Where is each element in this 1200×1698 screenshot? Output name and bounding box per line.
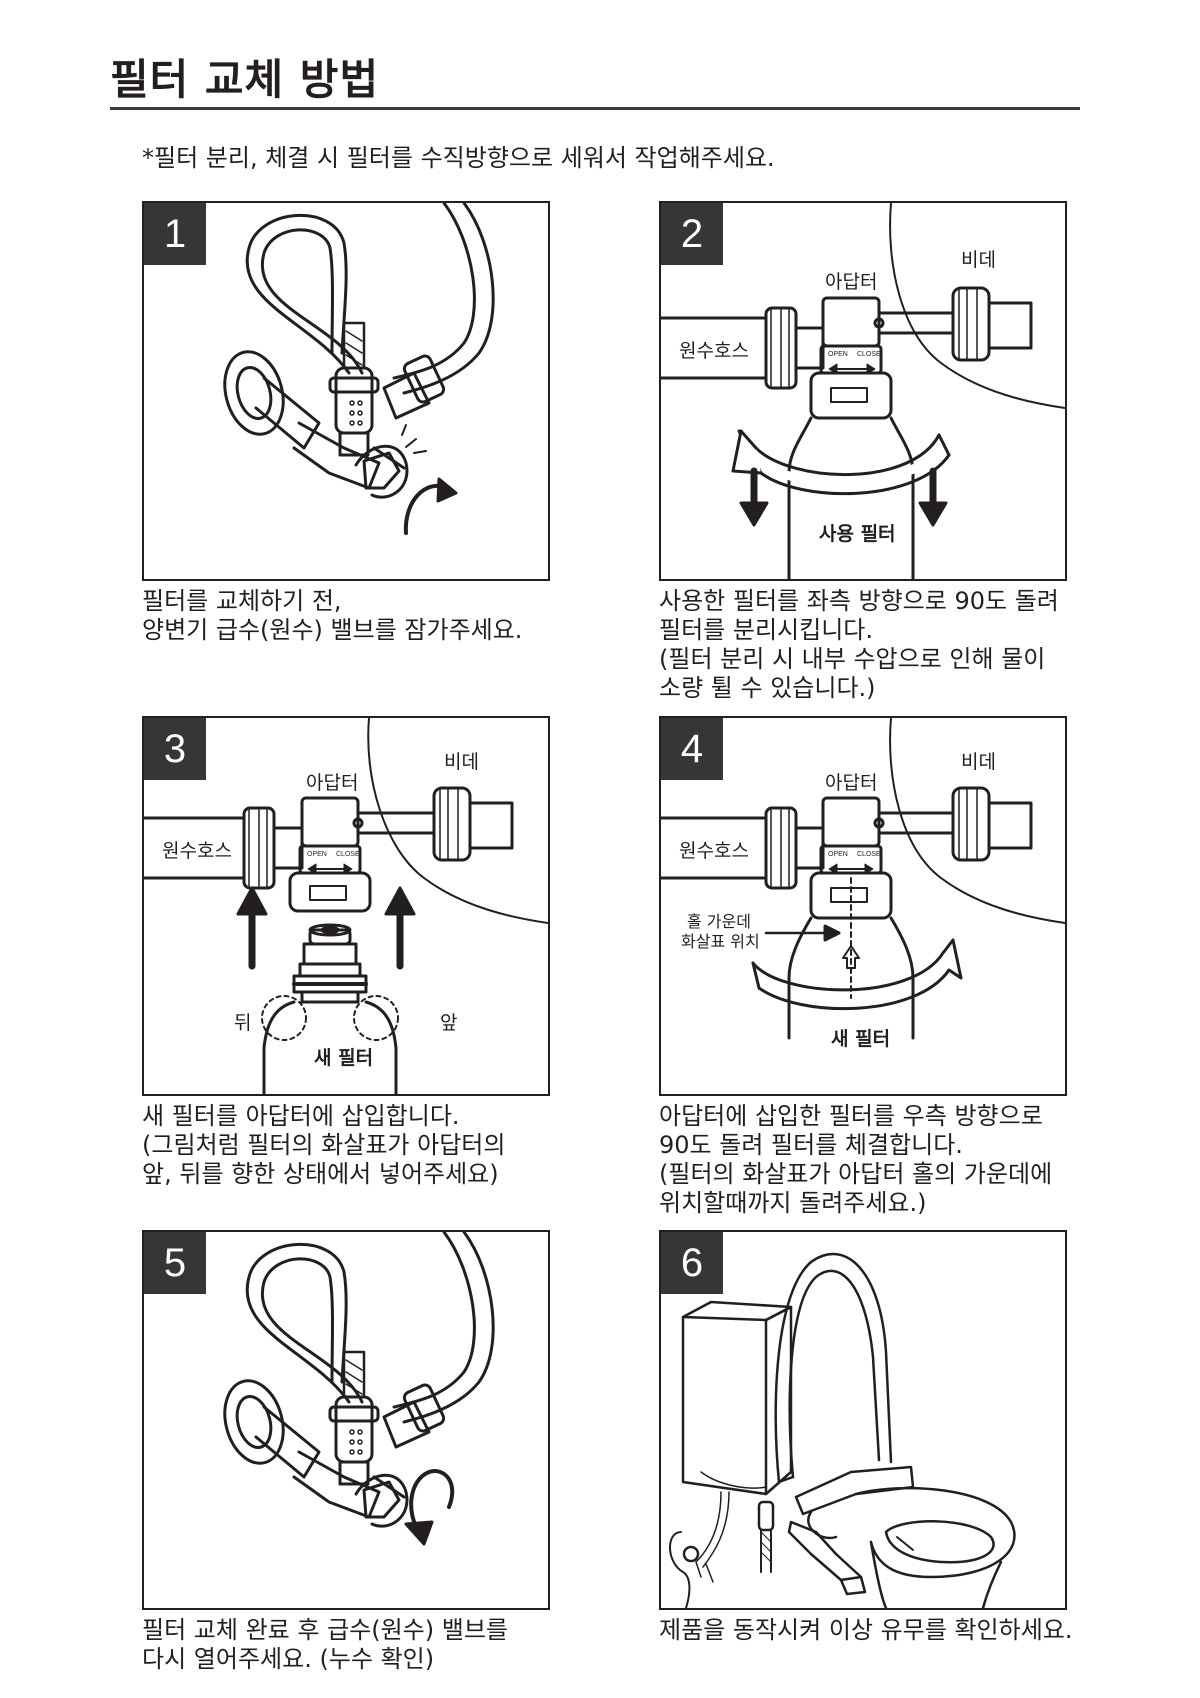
open-label: OPEN [828,351,848,358]
step-6-illustration: 6 [659,1230,1067,1610]
adapter-label: 아답터 [825,772,878,794]
step-5-illustration: 5 [142,1230,550,1610]
caption-line: 필터를 교체하기 전, [142,587,342,615]
adapter-label: 아답터 [825,271,878,293]
open-label: OPEN [828,851,848,858]
caption-line: 소량 튈 수 있습니다.) [659,674,876,702]
caption-line: 필터를 분리시킵니다. [659,616,873,644]
step-1-illustration: 1 [142,201,550,581]
caption-line: (그림처럼 필터의 화살표가 아답터의 [142,1131,506,1159]
adapter-label: 아답터 [306,772,359,794]
step-6-caption: 제품을 동작시켜 이상 유무를 확인하세요. [659,1616,1099,1645]
caption-line: 양변기 급수(원수) 밸브를 잠가주세요. [142,616,523,644]
caption-line: 90도 돌려 필터를 체결합니다. [659,1131,963,1159]
back-label: 뒤 [234,1012,252,1034]
open-label: OPEN [307,851,327,858]
bidet-label: 비데 [444,751,479,773]
filter-insert-drawing [144,718,548,1094]
caption-line: 앞, 뒤를 향한 상태에서 넣어주세요) [142,1160,499,1188]
caption-line: 새 필터를 아답터에 삽입합니다. [142,1102,460,1130]
filter-label: 새 필터 [831,1028,891,1050]
filter-fasten-drawing [661,718,1065,1040]
caption-line: 아답터에 삽입한 필터를 우측 방향으로 [659,1102,1043,1130]
step-6-number: 6 [661,1232,723,1294]
close-label: CLOSE [857,351,881,358]
title-divider [110,107,1080,110]
caption-line: (필터의 화살표가 아답터 홀의 가운데에 [659,1160,1053,1188]
step-5-number: 5 [144,1232,206,1294]
valve-opening-drawing [223,1232,495,1546]
front-label: 앞 [440,1012,458,1034]
caption-line: 사용한 필터를 좌측 방향으로 90도 돌려 [659,587,1059,615]
caption-line: 위치할때까지 돌려주세요.) [659,1189,927,1217]
close-label: CLOSE [336,851,360,858]
step-4-number: 4 [661,718,723,780]
step-3-caption: 새 필터를 아답터에 삽입합니다. (그림처럼 필터의 화살표가 아답터의 앞,… [142,1102,582,1189]
caption-line: 제품을 동작시켜 이상 유무를 확인하세요. [659,1616,1073,1644]
valve-closing-drawing [223,203,495,535]
hole-center-label-line-1: 홀 가운데 [687,912,751,931]
caption-line: (필터 분리 시 내부 수압으로 인해 물이 [659,645,1046,673]
filter-removal-drawing [661,203,1065,579]
step-3-illustration: 3 [142,716,550,1096]
step-5-caption: 필터 교체 완료 후 급수(원수) 밸브를 다시 열어주세요. (누수 확인) [142,1616,582,1674]
filter-label: 새 필터 [314,1047,374,1069]
bidet-toilet-drawing [669,1252,1016,1608]
step-1-caption: 필터를 교체하기 전, 양변기 급수(원수) 밸브를 잠가주세요. [142,587,582,645]
instruction-note: *필터 분리, 체결 시 필터를 수직방향으로 세워서 작업해주세요. [142,144,775,172]
step-4-illustration: 4 아답터 비데 원 [659,716,1067,1096]
step-2-illustration: 2 아답 [659,201,1067,581]
step-2-caption: 사용한 필터를 좌측 방향으로 90도 돌려 필터를 분리시킵니다. (필터 분… [659,587,1099,703]
step-1-number: 1 [144,203,206,265]
step-3-number: 3 [144,718,206,780]
hose-label: 원수호스 [679,340,749,362]
hose-label: 원수호스 [162,840,232,862]
close-label: CLOSE [857,851,881,858]
step-4-caption: 아답터에 삽입한 필터를 우측 방향으로 90도 돌려 필터를 체결합니다. (… [659,1102,1099,1218]
caption-line: 필터 교체 완료 후 급수(원수) 밸브를 [142,1616,508,1644]
hose-label: 원수호스 [679,840,749,862]
page-title: 필터 교체 방법 [110,55,380,104]
caption-line: 다시 열어주세요. (누수 확인) [142,1645,435,1673]
step-2-number: 2 [661,203,723,265]
bidet-label: 비데 [961,751,996,773]
bidet-label: 비데 [961,249,996,271]
filter-label: 사용 필터 [819,523,896,545]
hole-center-label-line-2: 화살표 위치 [681,932,760,951]
